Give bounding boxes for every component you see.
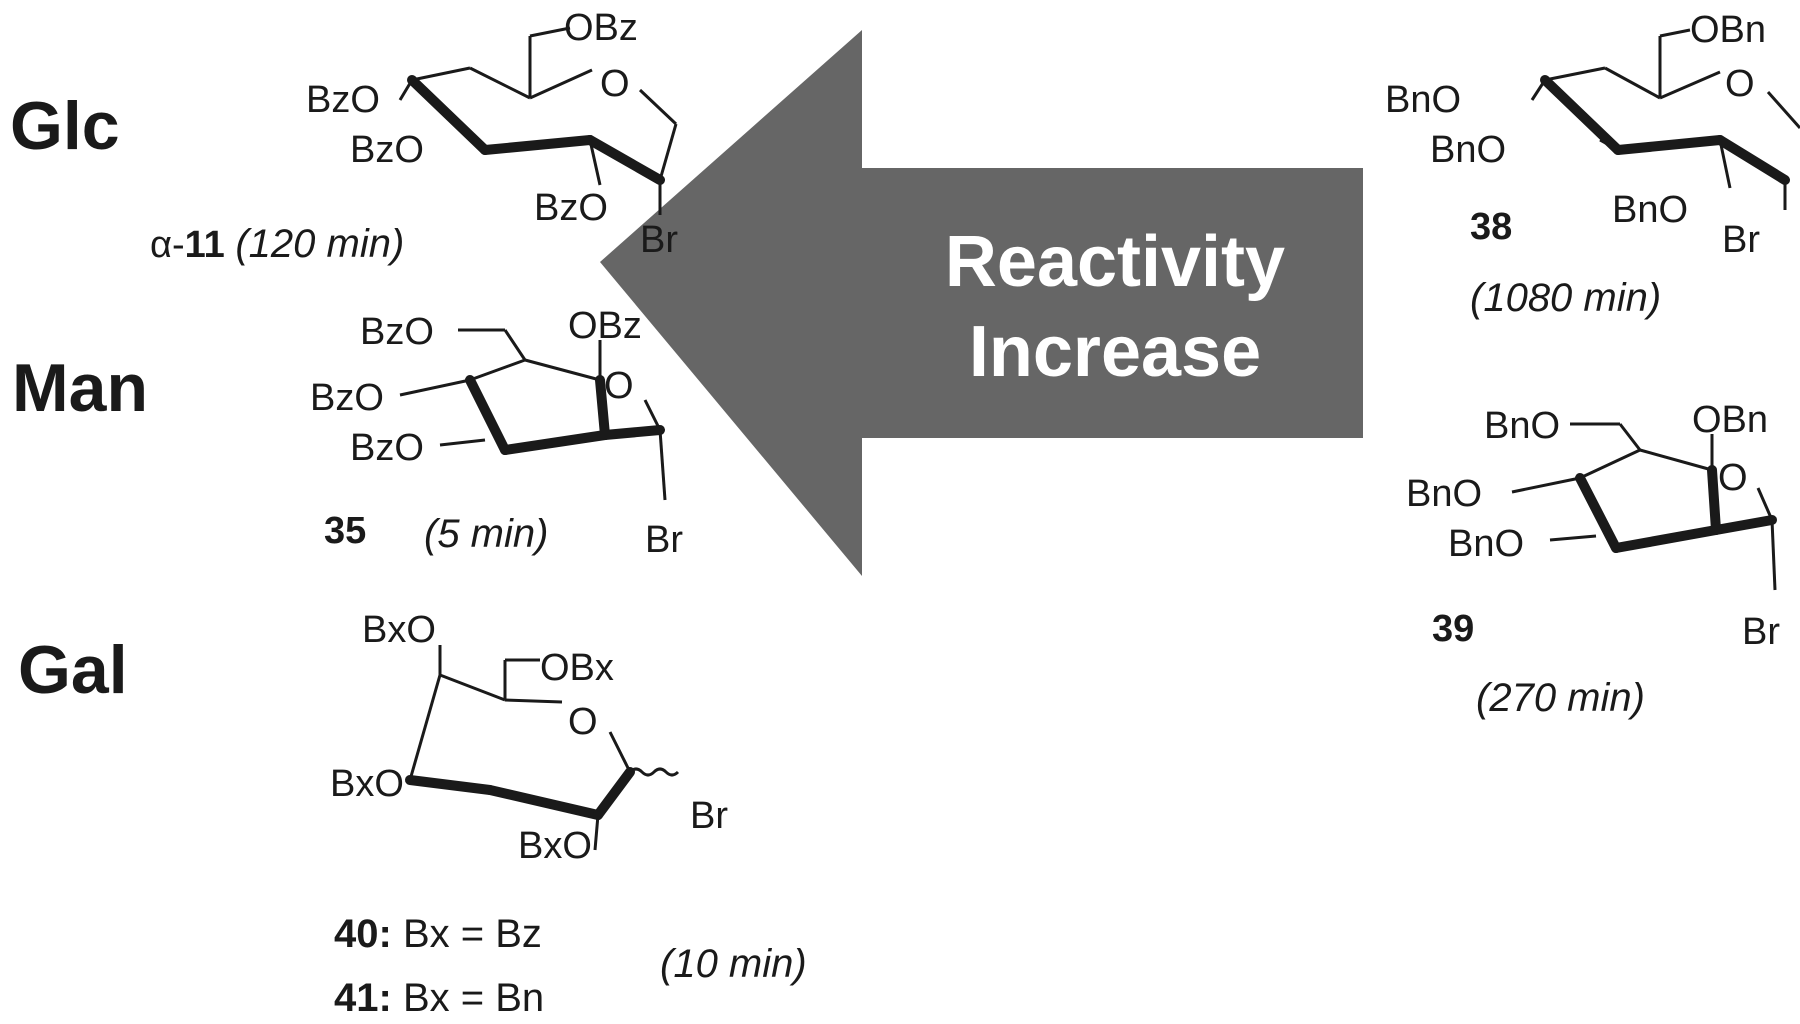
gal-wavy-bond: [628, 767, 680, 777]
compound-41-label: 41: Bx = Bn: [334, 978, 544, 1018]
man-bn-ring-o: O: [1718, 457, 1748, 499]
compound-40-label: 40: Bx = Bz: [334, 914, 542, 954]
compound-35-number: 35: [324, 510, 367, 552]
man-bz-o4: BzO: [310, 377, 384, 419]
glc-bn-o4: BnO: [1385, 79, 1461, 121]
man-bn-o3: BnO: [1448, 523, 1524, 565]
glc-bz-ring-o: O: [600, 63, 630, 105]
glc-bz-o3: BzO: [350, 129, 424, 171]
compound-11-prefix: α-: [150, 224, 185, 266]
reactivity-arrow-shape: [600, 30, 1363, 576]
compound-40-desc: Bx = Bz: [402, 912, 542, 956]
gal-row-label: Gal: [18, 632, 128, 708]
glc-bn-ring-o: O: [1725, 63, 1755, 105]
compound-39-number: 39: [1432, 608, 1475, 650]
man-bn-br: Br: [1742, 611, 1780, 653]
man-bn-o4: BnO: [1406, 473, 1482, 515]
compound-40-number: 40:: [334, 912, 392, 956]
compound-11-number: 11: [184, 224, 225, 266]
gal-bx-o3: BxO: [330, 763, 404, 805]
man-bn-o2: OBn: [1692, 399, 1768, 441]
man-bz-o3: BzO: [350, 427, 424, 469]
glc-bn-o2: BnO: [1612, 189, 1688, 231]
man-row-label: Man: [12, 350, 148, 426]
gal-bx-ring-o: O: [568, 701, 598, 743]
glc-bn-br: Br: [1722, 219, 1760, 261]
gal-time: (10 min): [660, 942, 807, 986]
arrow-label-increase: Increase: [968, 312, 1262, 392]
glc-bz-o4: BzO: [306, 79, 380, 121]
compound-38-number: 38: [1470, 206, 1513, 248]
gal-bx-o2: BxO: [518, 825, 592, 867]
compound-11-label: α-11 (120 min): [150, 224, 404, 264]
man-bz-ring-o: O: [604, 365, 634, 407]
compound-41-desc: Bx = Bn: [402, 976, 545, 1020]
glc-bz-br: Br: [640, 219, 678, 261]
man-bz-o2: OBz: [568, 305, 642, 347]
gal-bx-o6: OBx: [540, 647, 614, 689]
compound-35-time: (5 min): [424, 512, 549, 556]
compound-41-number: 41:: [334, 976, 392, 1020]
gal-bx-br: Br: [690, 795, 728, 837]
arrow-label-reactivity: Reactivity: [944, 222, 1286, 302]
glc-row-label: Glc: [10, 88, 120, 164]
gal-bx-o4: BxO: [362, 609, 436, 651]
compound-39-time: (270 min): [1476, 676, 1645, 720]
glc-bz-o6: OBz: [564, 7, 638, 49]
compound-38-time: (1080 min): [1470, 276, 1662, 320]
glc-bn-o6: OBn: [1690, 9, 1766, 51]
compound-11-time: (120 min): [235, 222, 405, 266]
glc-bn-o3: BnO: [1430, 129, 1506, 171]
man-bz-br: Br: [645, 519, 683, 561]
man-bz-o6: BzO: [360, 311, 434, 353]
man-bn-o6: BnO: [1484, 405, 1560, 447]
glc-bz-o2: BzO: [534, 187, 608, 229]
